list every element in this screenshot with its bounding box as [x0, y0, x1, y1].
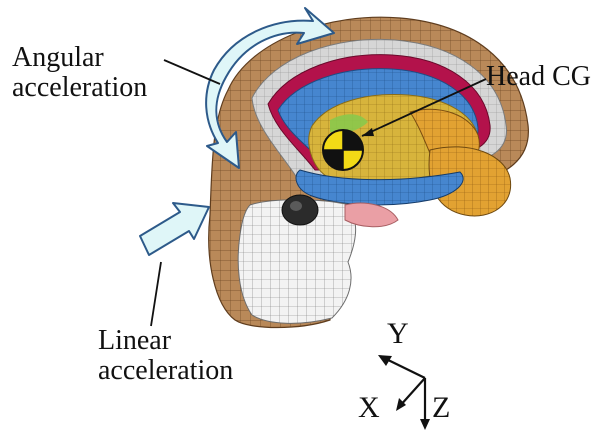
angular-leader	[164, 60, 220, 84]
angular-label-line2: acceleration	[12, 73, 147, 103]
angular-acceleration-label: Angular acceleration	[12, 43, 147, 103]
linear-label-line2: acceleration	[98, 356, 233, 386]
linear-acceleration-label: Linear acceleration	[98, 326, 233, 386]
face-mesh	[238, 195, 398, 323]
angular-label-line1: Angular	[12, 43, 147, 73]
head-cg-label: Head CG	[486, 62, 591, 92]
axis-y-label: Y	[387, 318, 409, 350]
axis-triad	[378, 355, 430, 430]
linear-leader	[151, 262, 161, 326]
axis-z-label: Z	[432, 392, 450, 424]
linear-acceleration-arrow-icon	[140, 203, 209, 255]
axis-x-label: X	[358, 392, 380, 424]
linear-label-line1: Linear	[98, 326, 233, 356]
cg-marker-icon	[323, 130, 363, 170]
